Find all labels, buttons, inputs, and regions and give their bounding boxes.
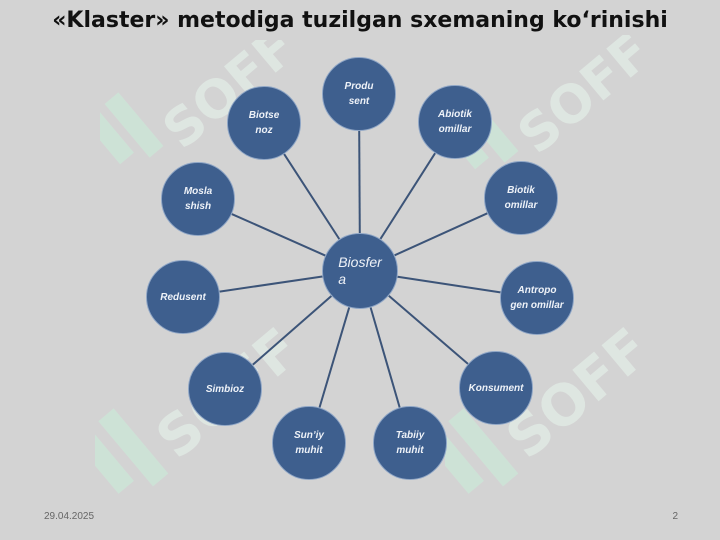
node-label: Mosla shish xyxy=(183,186,213,212)
connector-tabiiy-muhit xyxy=(369,307,401,408)
node-label: Biotik omillar xyxy=(504,185,538,211)
node-abiotik-omillar: Abiotik omillar xyxy=(418,85,492,159)
connector-abiotik-omillar xyxy=(379,152,436,240)
connector-biotsenoz xyxy=(283,153,341,240)
connector-sunyiy-muhit xyxy=(318,307,351,408)
node-moslashish: Mosla shish xyxy=(161,162,235,236)
connector-moslashish xyxy=(231,213,326,257)
node-label: Simbioz xyxy=(205,383,245,395)
footer-date: 29.04.2025 xyxy=(44,511,95,522)
node-label: Tabiiy muhit xyxy=(395,430,425,456)
node-sunyiy-muhit: Sunʼiy muhit xyxy=(272,406,346,480)
connector-simbioz xyxy=(252,295,333,366)
page-number: 2 xyxy=(672,511,678,522)
connector-antropogen-omillar xyxy=(397,275,501,294)
node-label: Antropo gen omillar xyxy=(510,285,564,311)
node-biotsenoz: Biotse noz xyxy=(227,86,301,160)
connector-biotik-omillar xyxy=(394,212,488,257)
node-biotik-omillar: Biotik omillar xyxy=(484,161,558,235)
hub-label: Biosfer a xyxy=(338,254,382,287)
node-produsent: Produ sent xyxy=(322,57,396,131)
connector-konsument xyxy=(388,295,469,365)
node-label: Abiotik omillar xyxy=(438,109,472,135)
hub-node-biosfera: Biosfer a xyxy=(322,233,398,309)
node-label: Produ sent xyxy=(344,81,374,107)
node-tabiiy-muhit: Tabiiy muhit xyxy=(373,406,447,480)
connector-redusent xyxy=(219,275,323,293)
node-simbioz: Simbioz xyxy=(188,352,262,426)
node-label: Redusent xyxy=(160,291,206,303)
node-antropogen-omillar: Antropo gen omillar xyxy=(500,261,574,335)
node-label: Biotse noz xyxy=(248,110,280,136)
node-label: Konsument xyxy=(468,382,524,394)
node-label: Sunʼiy muhit xyxy=(293,430,324,456)
page-title: «Klaster» metodiga tuzilgan sxemaning ko… xyxy=(52,8,668,33)
node-konsument: Konsument xyxy=(459,351,533,425)
connector-produsent xyxy=(358,130,361,234)
node-redusent: Redusent xyxy=(146,260,220,334)
